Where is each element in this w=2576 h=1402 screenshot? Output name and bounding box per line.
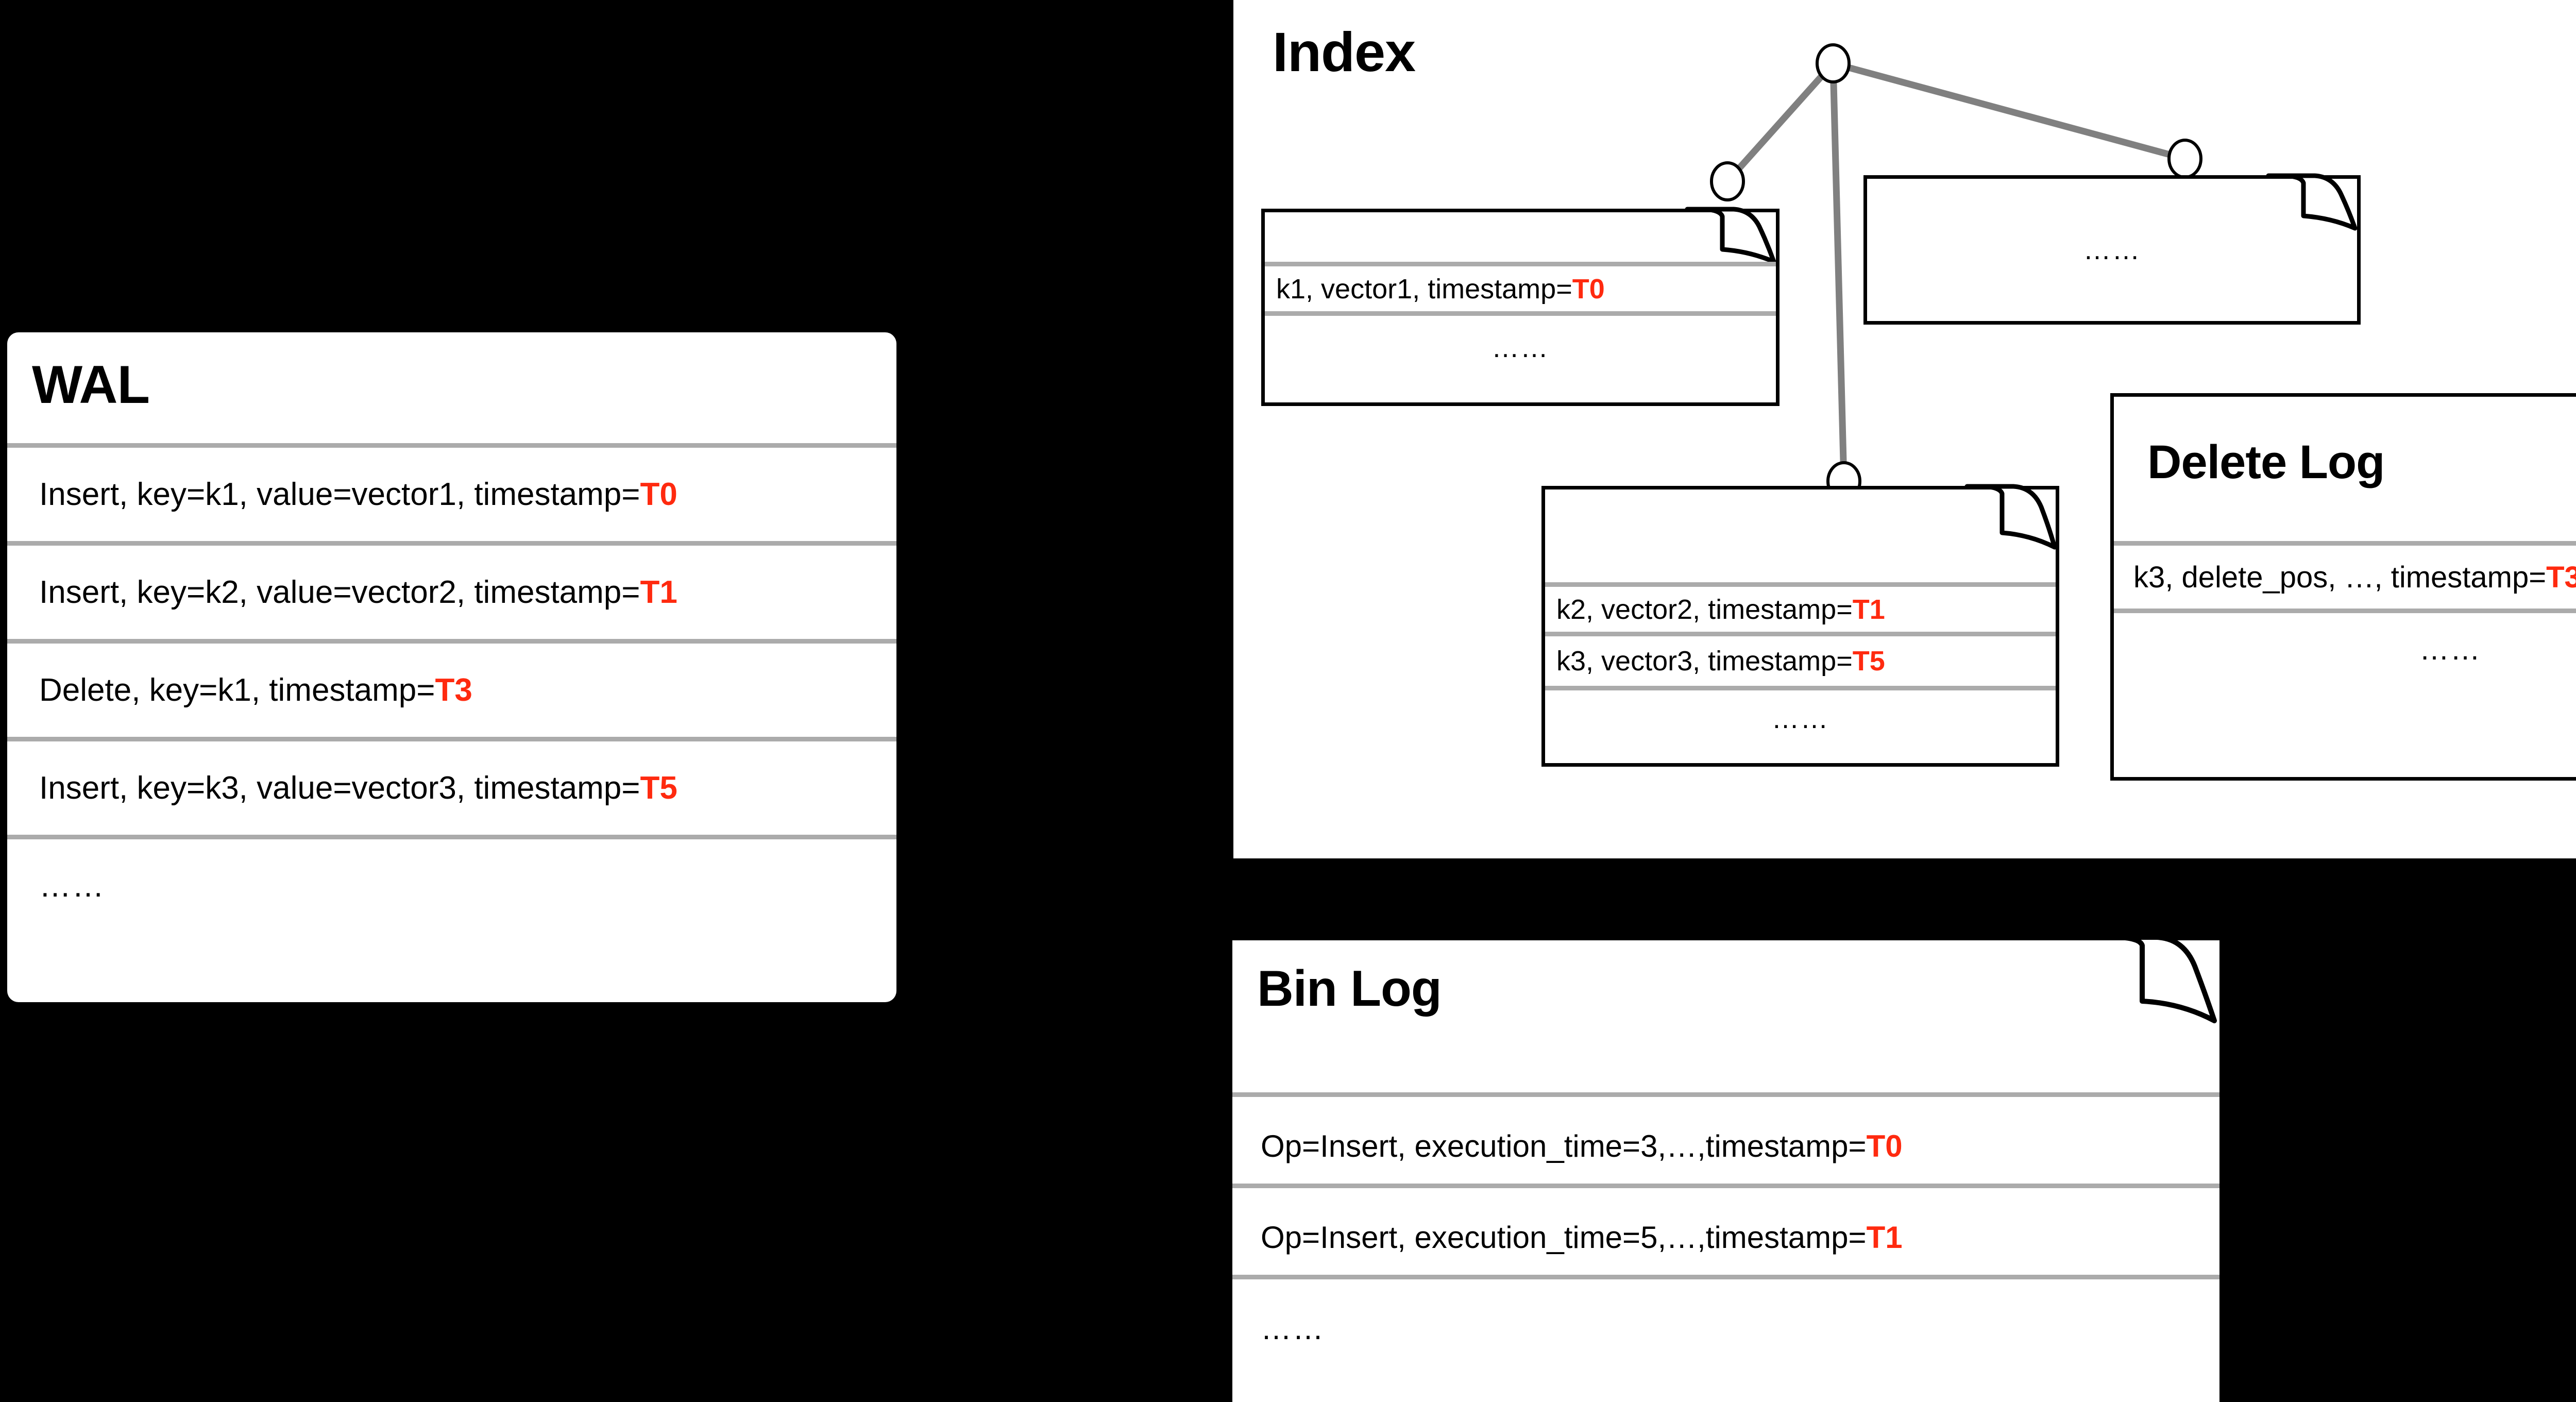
wal-row: Delete, key=k1, timestamp=T3	[7, 639, 896, 737]
wal-row-text: Insert, key=k1, value=vector1, timestamp…	[39, 477, 640, 512]
delete-log-row: k3, delete_pos, …, timestamp=T3	[2114, 541, 2576, 613]
index-card-row-ellipsis: ……	[1545, 690, 2056, 747]
page-fold-icon	[2091, 935, 2217, 1023]
wal-panel: Insert, key=k1, value=vector1, timestamp…	[7, 332, 896, 1002]
wal-row-timestamp: T0	[640, 477, 677, 512]
index-card-k2-k3: k2, vector2, timestamp=T1 k3, vector3, t…	[1541, 484, 2059, 767]
bin-log-card: Op=Insert, execution_time=3,…,timestamp=…	[1229, 935, 2223, 1402]
bin-log-row-text: Op=Insert, execution_time=3,…,timestamp=	[1261, 1129, 1867, 1163]
bin-log-row: Op=Insert, execution_time=3,…,timestamp=…	[1232, 1092, 2219, 1195]
index-card-row-timestamp: T5	[1852, 646, 1885, 677]
wal-row: Insert, key=k1, value=vector1, timestamp…	[7, 443, 896, 541]
index-card-row-text: ……	[1492, 332, 1549, 363]
index-card-row-timestamp: T0	[1572, 273, 1605, 305]
wal-row-ellipsis: ……	[7, 835, 896, 933]
page-fold-icon	[1964, 484, 2057, 550]
index-card-row-ellipsis: ……	[1867, 179, 2357, 321]
delete-log-title: Delete Log	[2147, 436, 2385, 488]
wal-row: Insert, key=k2, value=vector2, timestamp…	[7, 541, 896, 639]
bin-log-row: Op=Insert, execution_time=5,…,timestamp=…	[1232, 1184, 2219, 1287]
index-card-row: k3, vector3, timestamp=T5	[1545, 636, 2056, 690]
wal-row-timestamp: T5	[640, 770, 677, 806]
wal-title: WAL	[32, 355, 150, 415]
index-card-row-timestamp: T1	[1852, 594, 1885, 625]
bin-log-row-ellipsis: ……	[1232, 1275, 2219, 1378]
index-card-k1: k1, vector1, timestamp=T0 ……	[1261, 207, 1780, 406]
index-card-row-text: k1, vector1, timestamp=	[1276, 273, 1572, 305]
delete-log-card: k3, delete_pos, …, timestamp=T3 ……	[2110, 393, 2576, 781]
wal-row-text: Insert, key=k3, value=vector3, timestamp…	[39, 770, 640, 806]
index-card-row-text: k2, vector2, timestamp=	[1556, 594, 1853, 625]
delete-log-row-timestamp: T3	[2546, 560, 2576, 594]
index-card-row: k2, vector2, timestamp=T1	[1545, 582, 2056, 636]
bin-log-row-timestamp: T1	[1866, 1220, 1903, 1255]
index-title: Index	[1273, 21, 1416, 83]
wal-row-text: Delete, key=k1, timestamp=	[39, 672, 435, 708]
index-card-row-ellipsis: ……	[1265, 320, 1776, 375]
bin-log-row-text: Op=Insert, execution_time=5,…,timestamp=	[1261, 1220, 1867, 1255]
wal-row-text: ……	[39, 868, 105, 904]
bin-log-row-text: ……	[1261, 1311, 1325, 1346]
wal-row-text: Insert, key=k2, value=vector2, timestamp…	[39, 575, 640, 610]
index-card-row-text: ……	[2083, 234, 2141, 265]
wal-row-timestamp: T3	[435, 672, 472, 708]
index-card-row-text: k3, vector3, timestamp=	[1556, 646, 1853, 677]
wal-row: Insert, key=k3, value=vector3, timestamp…	[7, 737, 896, 835]
wal-row-timestamp: T1	[640, 575, 677, 610]
index-card-row: k1, vector1, timestamp=T0	[1265, 262, 1776, 316]
delete-log-row-ellipsis: ……	[2114, 613, 2576, 685]
index-card-right-ellipsis: ……	[1863, 173, 2361, 325]
index-card-row-text: ……	[1771, 703, 1829, 734]
delete-log-row-text: ……	[2419, 632, 2481, 666]
bin-log-title: Bin Log	[1257, 960, 1442, 1017]
delete-log-row-text: k3, delete_pos, …, timestamp=	[2133, 560, 2547, 594]
bin-log-row-timestamp: T0	[1866, 1129, 1903, 1163]
